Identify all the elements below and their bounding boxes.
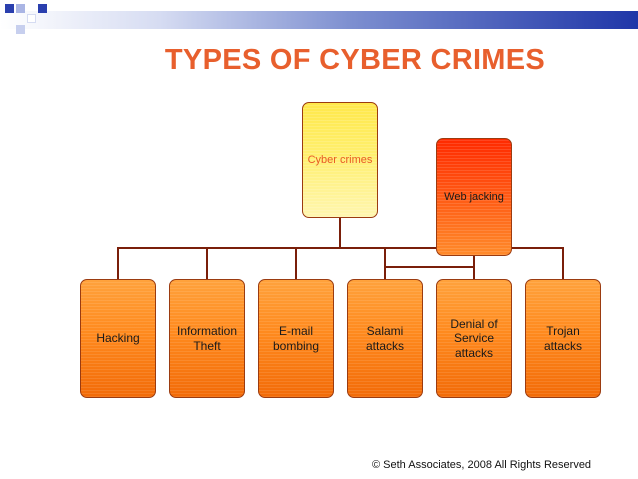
header-gradient-band [0, 11, 638, 29]
node-cyber-crimes-label: Cyber crimes [307, 154, 373, 166]
slide-title: TYPES OF CYBER CRIMES [164, 44, 546, 76]
header-square-4 [16, 25, 25, 34]
node-web-jacking-label: Web jacking [444, 191, 504, 203]
node-denial-of-service: Denial of Service attacks [436, 279, 512, 398]
header-square-3 [27, 14, 36, 23]
header-square-2 [16, 4, 25, 13]
node-denial-of-service-label: Denial of Service attacks [450, 316, 498, 360]
connector-drop-3 [295, 247, 297, 279]
node-hacking: Hacking [80, 279, 156, 398]
copyright-footer: © Seth Associates, 2008 All Rights Reser… [372, 459, 592, 471]
node-trojan-attacks-label: Trojan attacks [543, 324, 582, 353]
node-hacking-label: Hacking [96, 331, 140, 346]
node-email-bombing-label: E-mail bombing [272, 324, 320, 353]
node-email-bombing: E-mail bombing [258, 279, 334, 398]
node-information-theft: Information Theft [169, 279, 245, 398]
connector-drop-2 [206, 247, 208, 279]
node-trojan-attacks: Trojan attacks [525, 279, 601, 398]
connector-drop-4 [384, 247, 386, 279]
node-information-theft-label: Information Theft [176, 324, 238, 353]
header-square-5 [38, 4, 47, 13]
header-square-1 [5, 4, 14, 13]
node-salami-attacks: Salami attacks [347, 279, 423, 398]
node-cyber-crimes: Cyber crimes [302, 102, 378, 218]
connector-root-down [339, 218, 341, 248]
node-web-jacking: Web jacking [436, 138, 512, 256]
connector-drop-6 [562, 247, 564, 279]
connector-drop-1 [117, 247, 119, 279]
node-salami-attacks-label: Salami attacks [365, 324, 404, 353]
connector-horizontal-bus [117, 247, 564, 249]
connector-drop-5 [473, 247, 475, 279]
connector-secondary-bus [384, 266, 475, 268]
